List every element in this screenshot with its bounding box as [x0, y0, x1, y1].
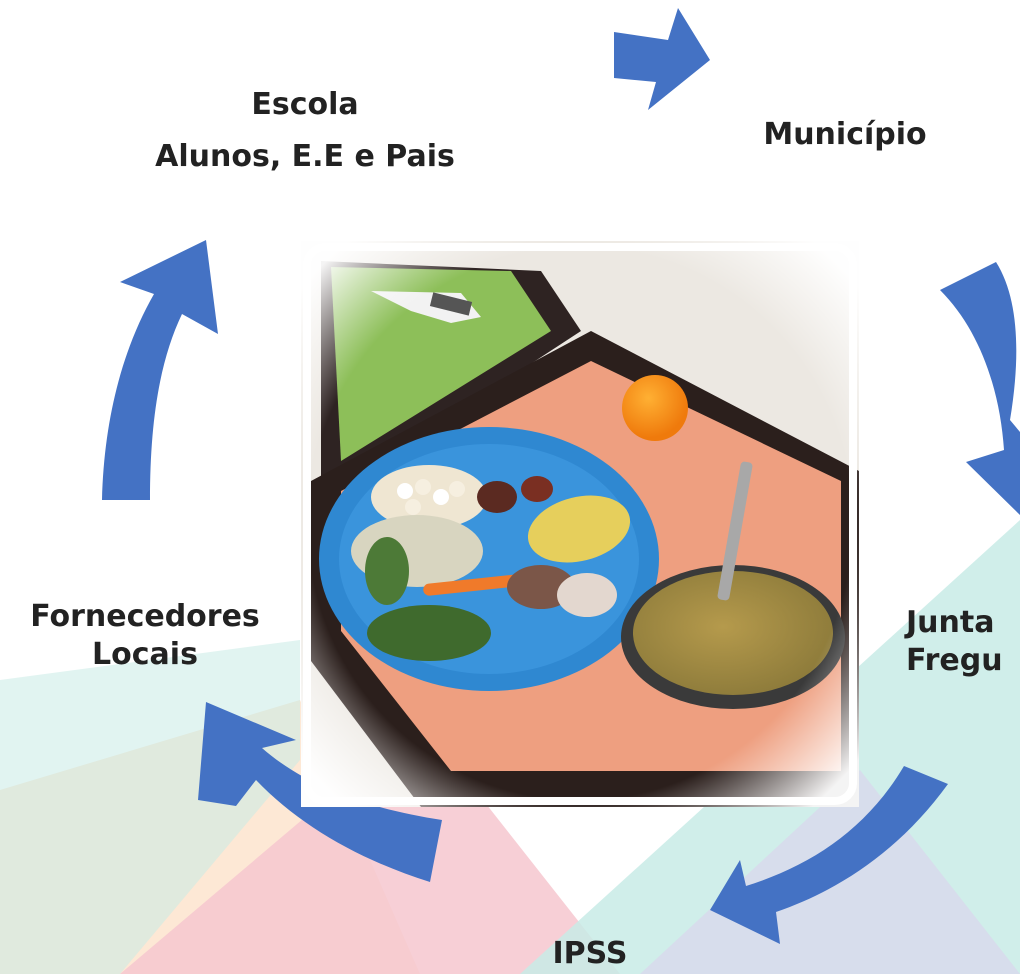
fornecedores-subtitle: Locais: [92, 637, 198, 672]
municipio-title: Município: [763, 117, 927, 152]
junta-title: Junta: [906, 605, 995, 640]
node-fornecedores: Fornecedores Locais: [0, 598, 290, 674]
node-municipio: Município: [735, 116, 955, 154]
arrow-municipio-to-junta: [940, 262, 1020, 515]
node-escola: Escola Alunos, E.E e Pais: [130, 86, 480, 176]
escola-title: Escola: [251, 87, 359, 122]
fornecedores-title: Fornecedores: [30, 599, 260, 634]
arrow-escola-to-municipio: [614, 8, 710, 110]
arrow-junta-to-ipss: [710, 766, 948, 944]
node-ipss: IPSS: [520, 935, 660, 973]
arrow-fornecedores-to-escola: [102, 240, 218, 500]
meal-photo: [301, 241, 859, 807]
escola-subtitle: Alunos, E.E e Pais: [155, 139, 455, 174]
ipss-title: IPSS: [552, 936, 628, 971]
node-junta: Junta Fregu: [906, 604, 1020, 680]
junta-subtitle: Fregu: [906, 643, 1003, 678]
